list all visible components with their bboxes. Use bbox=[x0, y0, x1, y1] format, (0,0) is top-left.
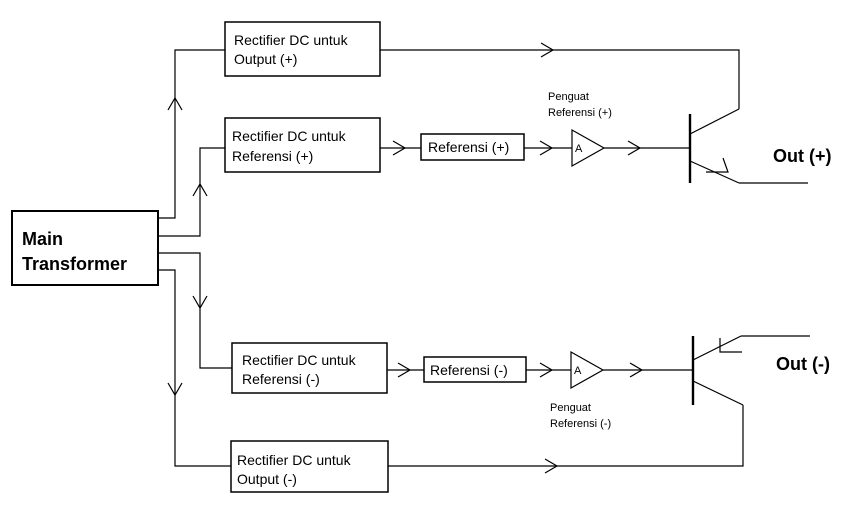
amplifier-positive-caption-line1: Penguat bbox=[548, 91, 589, 103]
wire-to-rectifier-reference-positive bbox=[158, 147, 225, 237]
wire-to-rectifier-reference-negative bbox=[158, 252, 232, 369]
reference-positive-label: Referensi (+) bbox=[428, 139, 509, 155]
rectifier-reference-positive-block: Rectifier DC untuk Referensi (+) bbox=[224, 117, 381, 173]
rectifier-output-positive-block: Rectifier DC untuk Output (+) bbox=[224, 21, 381, 77]
main-transformer-label-line1: Main bbox=[22, 229, 63, 249]
transistor-positive-emitter-arrow-icon bbox=[706, 157, 729, 173]
wire-to-rectifier-output-positive bbox=[158, 49, 225, 219]
rectifier-output-positive-box bbox=[224, 21, 381, 77]
arrow-down-icon bbox=[192, 295, 208, 310]
rectifier-output-negative-line2: Output (-) bbox=[237, 471, 297, 487]
arrow-right-icon bbox=[629, 362, 644, 378]
rectifier-reference-positive-box bbox=[224, 117, 381, 173]
amplifier-positive: A Penguat Referensi (+) bbox=[548, 91, 612, 168]
reference-negative-block: Referensi (-) bbox=[423, 356, 527, 383]
arrow-right-icon bbox=[539, 140, 554, 156]
amplifier-negative-symbol: A bbox=[574, 365, 582, 377]
amplifier-positive-symbol: A bbox=[575, 143, 583, 155]
wire-output-negative-to-transistor bbox=[388, 405, 744, 467]
arrow-right-icon bbox=[397, 362, 412, 378]
wire-output-positive-to-transistor bbox=[380, 49, 740, 109]
wire-to-rectifier-output-negative bbox=[158, 269, 231, 467]
main-transformer-block: Main Transformer bbox=[11, 210, 159, 286]
rectifier-output-positive-line1: Rectifier DC untuk bbox=[234, 32, 349, 48]
wiring bbox=[158, 42, 744, 474]
rectifier-reference-positive-line2: Referensi (+) bbox=[232, 148, 313, 164]
amplifier-negative: A Penguat Referensi (-) bbox=[550, 350, 611, 430]
amplifier-negative-caption-line2: Referensi (-) bbox=[550, 418, 611, 430]
rectifier-output-negative-line1: Rectifier DC untuk bbox=[237, 452, 352, 468]
rectifier-reference-positive-line1: Rectifier DC untuk bbox=[232, 128, 347, 144]
out-negative-label: Out (-) bbox=[776, 354, 830, 374]
arrow-up-icon bbox=[192, 182, 208, 197]
out-positive-label: Out (+) bbox=[773, 146, 832, 166]
main-transformer-box bbox=[11, 210, 159, 286]
arrow-right-icon bbox=[627, 140, 642, 156]
transistor-negative-emitter bbox=[692, 335, 742, 361]
rectifier-output-positive-line2: Output (+) bbox=[234, 51, 297, 67]
rectifier-reference-negative-block: Rectifier DC untuk Referensi (-) bbox=[231, 342, 388, 394]
arrow-up-icon bbox=[167, 96, 183, 111]
arrow-right-icon bbox=[544, 458, 559, 474]
transistor-positive-collector bbox=[689, 108, 740, 135]
rectifier-reference-negative-box bbox=[231, 342, 388, 394]
main-transformer-label-line2: Transformer bbox=[22, 254, 127, 274]
arrow-right-icon bbox=[539, 362, 554, 378]
transistor-negative-emitter-arrow-icon bbox=[719, 338, 742, 353]
reference-positive-block: Referensi (+) bbox=[420, 133, 525, 161]
arrow-right-icon bbox=[392, 140, 407, 156]
rectifier-reference-negative-line2: Referensi (-) bbox=[242, 371, 320, 387]
arrow-down-icon bbox=[167, 382, 183, 397]
rectifier-output-negative-block: Rectifier DC untuk Output (-) bbox=[230, 440, 389, 493]
reference-negative-label: Referensi (-) bbox=[430, 362, 508, 378]
arrow-right-icon bbox=[540, 42, 555, 58]
amplifier-negative-caption-line1: Penguat bbox=[550, 402, 591, 414]
rectifier-reference-negative-line1: Rectifier DC untuk bbox=[242, 352, 357, 368]
transistor-negative-collector bbox=[692, 380, 744, 406]
reference-positive-box bbox=[420, 133, 525, 161]
amplifier-positive-caption-line2: Referensi (+) bbox=[548, 107, 612, 119]
